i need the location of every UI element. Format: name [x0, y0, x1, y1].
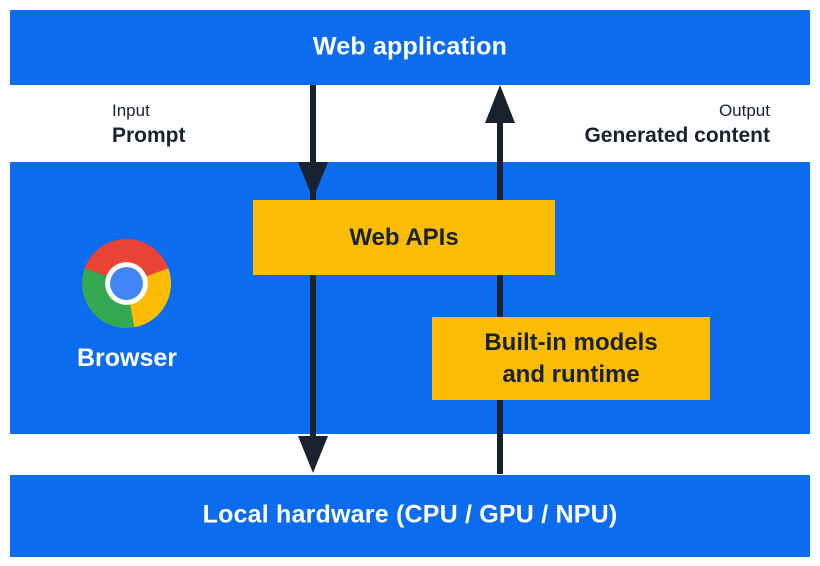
builtin-models-box: Built-in models and runtime [432, 317, 710, 400]
browser-label: Browser [76, 344, 178, 372]
input-caption: Input [112, 101, 150, 120]
input-caption-block: Input Prompt [112, 99, 186, 149]
web-application-band: Web application [10, 10, 810, 85]
output-flow-arrow-line [497, 123, 503, 474]
output-caption: Output [718, 101, 770, 120]
web-apis-label: Web APIs [349, 223, 459, 251]
web-apis-box: Web APIs [253, 200, 555, 275]
local-hardware-title: Local hardware (CPU / GPU / NPU) [202, 500, 618, 529]
chrome-logo-icon [82, 239, 171, 328]
builtin-models-label-line2: and runtime [502, 360, 640, 388]
up-arrow-icon [485, 85, 515, 123]
builtin-models-label-line1: Built-in models [484, 329, 658, 357]
local-hardware-band: Local hardware (CPU / GPU / NPU) [10, 475, 810, 557]
down-arrow-icon [298, 436, 328, 473]
down-arrow-icon [298, 162, 328, 199]
input-label: Prompt [112, 124, 186, 147]
output-caption-block: Output Generated content [584, 99, 770, 149]
web-application-title: Web application [312, 31, 508, 60]
output-label: Generated content [584, 124, 770, 147]
